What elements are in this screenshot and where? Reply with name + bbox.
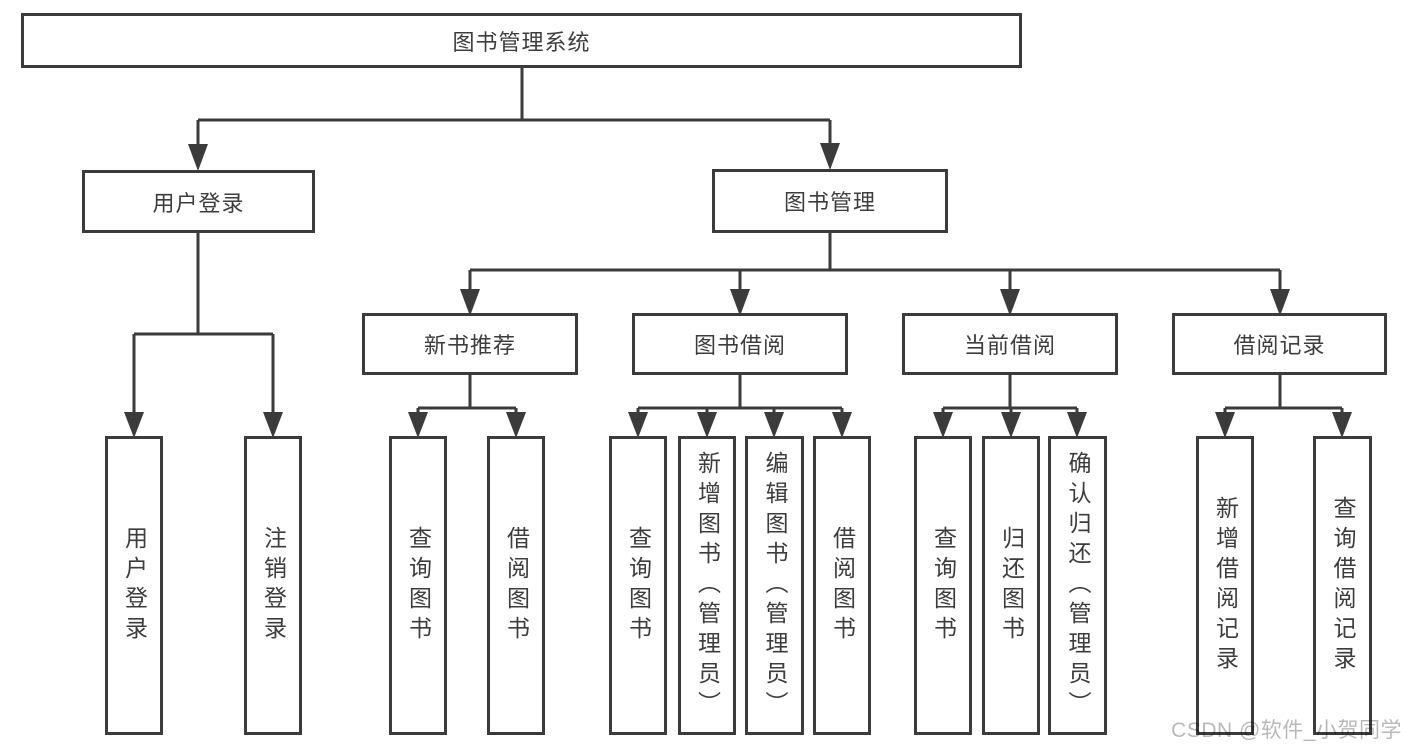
node-current-borrow-label: 当前借阅 [963, 333, 1056, 358]
node-borrow-record-label: 借阅记录 [1233, 333, 1326, 358]
node-user-login: 用户登录 [82, 170, 315, 233]
node-leaf-borrow-book-2-label: 借阅图书 [829, 525, 856, 646]
node-leaf-query-record: 查询借阅记录 [1313, 436, 1372, 735]
node-borrow-record: 借阅记录 [1172, 313, 1387, 375]
node-leaf-return-book: 归还图书 [982, 436, 1040, 735]
node-new-book-recommend-label: 新书推荐 [423, 333, 516, 358]
arrowheads [124, 143, 1352, 438]
csdn-watermark: CSDN @软件_小贺同学 [1171, 719, 1402, 742]
node-leaf-logout: 注销登录 [244, 436, 302, 735]
node-book-borrow-label: 图书借阅 [693, 333, 786, 358]
node-leaf-edit-book: 编辑图书（管理员） [745, 436, 804, 735]
node-current-borrow: 当前借阅 [902, 313, 1118, 375]
node-leaf-add-book: 新增图书（管理员） [678, 436, 736, 735]
node-leaf-query-book-1: 查询图书 [389, 436, 447, 735]
node-leaf-user-login-label: 用户登录 [121, 525, 148, 646]
node-leaf-query-book-3-label: 查询图书 [930, 525, 957, 646]
node-leaf-borrow-book-1: 借阅图书 [487, 436, 545, 735]
node-leaf-borrow-book-2: 借阅图书 [813, 436, 871, 735]
node-leaf-add-record: 新增借阅记录 [1196, 436, 1254, 735]
node-leaf-add-book-label: 新增图书（管理员） [694, 450, 721, 721]
node-leaf-add-record-label: 新增借阅记录 [1212, 495, 1239, 676]
node-root: 图书管理系统 [21, 13, 1022, 68]
node-book-management: 图书管理 [712, 169, 948, 233]
node-leaf-confirm-return: 确认归还（管理员） [1048, 436, 1107, 735]
node-book-borrow: 图书借阅 [632, 313, 848, 375]
node-leaf-query-book-3: 查询图书 [914, 436, 972, 735]
node-leaf-borrow-book-1-label: 借阅图书 [503, 525, 530, 646]
node-leaf-query-book-2: 查询图书 [609, 436, 667, 735]
node-book-management-label: 图书管理 [783, 190, 876, 215]
node-root-label: 图书管理系统 [452, 29, 591, 55]
node-leaf-query-book-2-label: 查询图书 [625, 525, 652, 646]
node-user-login-label: 用户登录 [152, 190, 245, 216]
node-leaf-edit-book-label: 编辑图书（管理员） [762, 450, 788, 721]
node-leaf-query-book-1-label: 查询图书 [405, 525, 432, 646]
node-leaf-logout-label: 注销登录 [260, 525, 287, 646]
node-leaf-user-login: 用户登录 [105, 436, 163, 735]
node-leaf-confirm-return-label: 确认归还（管理员） [1065, 450, 1091, 721]
node-leaf-query-record-label: 查询借阅记录 [1330, 495, 1356, 676]
node-leaf-return-book-label: 归还图书 [998, 525, 1025, 646]
node-new-book-recommend: 新书推荐 [362, 313, 578, 375]
